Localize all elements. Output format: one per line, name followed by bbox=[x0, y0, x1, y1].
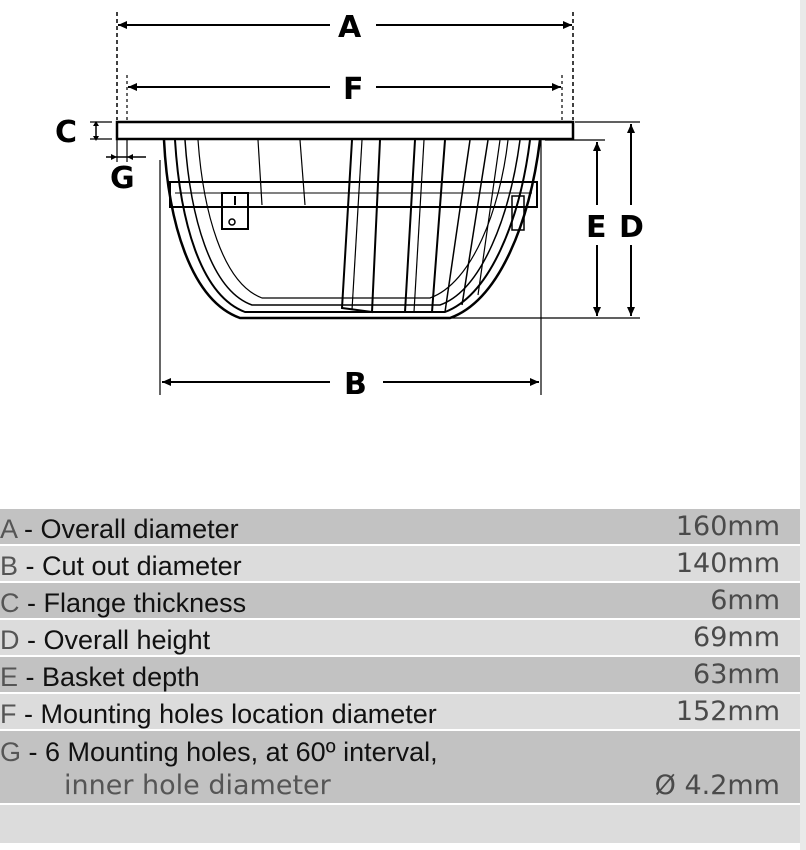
spec-row-f: F - Mounting holes location diameter 152… bbox=[0, 694, 800, 729]
spec-description: - Cut out diameter bbox=[18, 551, 242, 581]
dimension-label-d: D bbox=[619, 210, 644, 245]
dimension-label-f: F bbox=[343, 72, 364, 107]
spec-row-g: G - 6 Mounting holes, at 60º interval, i… bbox=[0, 731, 800, 803]
spec-letter: A bbox=[0, 514, 17, 544]
spec-row-b: B - Cut out diameter 140mm bbox=[0, 546, 800, 581]
spec-row-c: C - Flange thickness 6mm bbox=[0, 583, 800, 618]
dimension-label-c: C bbox=[55, 115, 77, 150]
speaker-dimension-diagram: A F C G bbox=[55, 10, 644, 402]
speaker-basket bbox=[162, 139, 542, 320]
spec-value: 160mm bbox=[675, 511, 780, 542]
spec-description: - Overall height bbox=[19, 625, 211, 655]
spec-description: - Mounting holes location diameter bbox=[16, 699, 437, 729]
spec-description: - 6 Mounting holes, at 60º interval, bbox=[21, 737, 438, 767]
dimension-label-b: B bbox=[344, 367, 367, 402]
spec-value: 63mm bbox=[693, 659, 780, 690]
spec-value: 6mm bbox=[710, 585, 780, 616]
dimension-label-e: E bbox=[586, 210, 607, 245]
spec-row-a: A - Overall diameter 160mm bbox=[0, 509, 800, 544]
spec-letter: G bbox=[0, 737, 22, 767]
spec-letter: D bbox=[0, 625, 20, 655]
spec-description: - Basket depth bbox=[18, 662, 200, 692]
spec-row-empty bbox=[0, 805, 800, 843]
spec-value: 69mm bbox=[693, 622, 780, 653]
spec-letter: F bbox=[0, 699, 17, 729]
page-edge bbox=[800, 0, 806, 850]
spec-letter: C bbox=[0, 588, 20, 618]
dimension-label-g: G bbox=[110, 161, 135, 196]
spec-description: - Overall diameter bbox=[16, 514, 239, 544]
dimension-label-a: A bbox=[338, 10, 362, 45]
spec-value: 140mm bbox=[675, 548, 780, 579]
specification-table: A - Overall diameter 160mm B - Cut out d… bbox=[0, 509, 800, 845]
spec-value: 152mm bbox=[675, 696, 780, 727]
spec-letter: E bbox=[0, 662, 19, 692]
spec-description: - Flange thickness bbox=[19, 588, 247, 618]
speaker-flange bbox=[115, 120, 575, 141]
spec-row-d: D - Overall height 69mm bbox=[0, 620, 800, 655]
spec-value: Ø 4.2mm bbox=[654, 770, 780, 801]
spec-row-e: E - Basket depth 63mm bbox=[0, 657, 800, 692]
spec-letter: B bbox=[0, 551, 19, 581]
spec-subline: inner hole diameter bbox=[64, 770, 331, 801]
